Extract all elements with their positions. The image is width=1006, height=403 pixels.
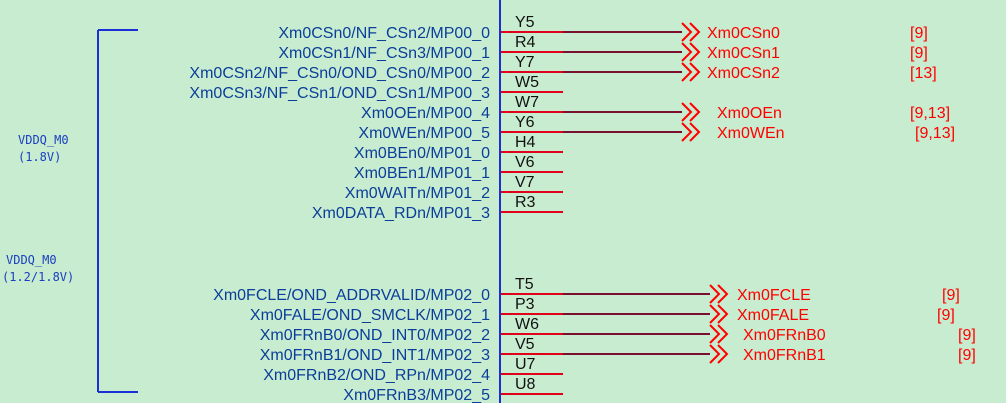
net-page-ref: [9] bbox=[910, 45, 928, 62]
pin-row: Xm0CSn2/NF_CSn0/OND_CSn0/MP00_2 Y7Xm0CSn2… bbox=[189, 54, 936, 82]
net-arrow-icon bbox=[717, 304, 729, 324]
pin-row: Xm0BEn1/MP01_1 V6 bbox=[354, 154, 563, 182]
pin-label: Xm0FRnB2/OND_RPn/MP02_4 bbox=[263, 367, 490, 384]
pin-label: Xm0FRnB0/OND_INT0/MP02_2 bbox=[260, 327, 490, 344]
net-arrow-icon bbox=[681, 122, 693, 142]
pin-number: Y5 bbox=[515, 14, 535, 31]
pin-label: Xm0FRnB3/MP02_5 bbox=[343, 387, 490, 403]
net-arrow-icon bbox=[717, 284, 729, 304]
pins-layer: Xm0CSn0/NF_CSn2/MP00_0Y5Xm0CSn0[9]Xm0CSn… bbox=[189, 14, 975, 403]
pin-label: Xm0DATA_RDn/MP01_3 bbox=[312, 205, 490, 222]
pin-number: W5 bbox=[515, 74, 539, 91]
pin-label: Xm0BEn0/MP01_0 bbox=[354, 145, 490, 162]
pin-number: Y6 bbox=[515, 114, 535, 131]
net-label: Xm0FCLE bbox=[737, 287, 811, 304]
pin-row: Xm0FRnB2/OND_RPn/MP02_4 U7 bbox=[263, 356, 563, 384]
pin-label: Xm0FCLE/OND_ADDRVALID/MP02_0 bbox=[213, 287, 490, 304]
net-label: Xm0FRnB0 bbox=[743, 327, 826, 344]
power-group-1-voltage: (1.8V) bbox=[18, 150, 61, 164]
pin-row: Xm0BEn0/MP01_0 H4 bbox=[354, 134, 563, 162]
net-arrow-icon bbox=[689, 42, 701, 62]
power-group-2-name: VDDQ_M0 bbox=[6, 253, 57, 267]
pin-number: V5 bbox=[515, 336, 535, 353]
pin-number: V6 bbox=[515, 154, 535, 171]
pin-number: U7 bbox=[515, 356, 536, 373]
net-page-ref: [9] bbox=[958, 327, 976, 344]
net-label: Xm0OEn bbox=[717, 105, 782, 122]
pin-label: Xm0CSn2/NF_CSn0/OND_CSn0/MP00_2 bbox=[189, 65, 490, 82]
net-arrow-icon bbox=[709, 284, 721, 304]
net-arrow-icon bbox=[717, 324, 729, 344]
net-page-ref: [9] bbox=[937, 307, 955, 324]
power-group-2-voltage: (1.2/1.8V) bbox=[2, 270, 74, 284]
net-label: Xm0WEn bbox=[717, 125, 785, 142]
pin-number: R3 bbox=[515, 194, 536, 211]
pin-label: Xm0OEn/MP00_4 bbox=[361, 105, 490, 122]
net-page-ref: [9,13] bbox=[915, 125, 955, 142]
net-arrow-icon bbox=[681, 22, 693, 42]
pin-row: Xm0DATA_RDn/MP01_3 R3 bbox=[312, 194, 563, 222]
net-arrow-icon bbox=[689, 62, 701, 82]
pin-number: R4 bbox=[515, 34, 536, 51]
net-arrow-icon bbox=[681, 102, 693, 122]
net-label: Xm0CSn0 bbox=[707, 25, 780, 42]
net-label: Xm0CSn1 bbox=[707, 45, 780, 62]
pin-number: T5 bbox=[515, 276, 534, 293]
pin-row: Xm0CSn3/NF_CSn1/OND_CSn1/MP00_3 W5 bbox=[189, 74, 563, 102]
pin-label: Xm0FALE/OND_SMCLK/MP02_1 bbox=[250, 307, 490, 324]
pin-label: Xm0WAITn/MP01_2 bbox=[345, 185, 490, 202]
net-arrow-icon bbox=[709, 344, 721, 364]
net-arrow-icon bbox=[709, 324, 721, 344]
net-arrow-icon bbox=[717, 344, 729, 364]
pin-label: Xm0WEn/MP00_5 bbox=[358, 125, 490, 142]
pin-number: W7 bbox=[515, 94, 539, 111]
net-page-ref: [13] bbox=[910, 65, 937, 82]
pin-number: Y7 bbox=[515, 54, 535, 71]
net-arrow-icon bbox=[709, 304, 721, 324]
net-page-ref: [9] bbox=[958, 347, 976, 364]
pin-label: Xm0BEn1/MP01_1 bbox=[354, 165, 490, 182]
pin-row: Xm0WAITn/MP01_2 V7 bbox=[345, 174, 563, 202]
pin-number: P3 bbox=[515, 296, 535, 313]
pin-number: U8 bbox=[515, 376, 536, 393]
pin-number: W6 bbox=[515, 316, 539, 333]
net-arrow-icon bbox=[689, 122, 701, 142]
net-label: Xm0FRnB1 bbox=[743, 347, 826, 364]
net-arrow-icon bbox=[681, 62, 693, 82]
net-arrow-icon bbox=[689, 22, 701, 42]
pin-label: Xm0CSn0/NF_CSn2/MP00_0 bbox=[278, 25, 490, 42]
pin-number: V7 bbox=[515, 174, 535, 191]
net-page-ref: [9,13] bbox=[910, 105, 950, 122]
net-page-ref: [9] bbox=[942, 287, 960, 304]
power-bracket bbox=[97, 29, 138, 393]
net-page-ref: [9] bbox=[910, 25, 928, 42]
pin-row: Xm0FRnB3/MP02_5 U8 bbox=[343, 376, 563, 403]
net-label: Xm0FALE bbox=[737, 307, 809, 324]
net-label: Xm0CSn2 bbox=[707, 65, 780, 82]
pin-label: Xm0CSn1/NF_CSn3/MP00_1 bbox=[278, 45, 490, 62]
power-group-1-name: VDDQ_M0 bbox=[18, 133, 69, 147]
net-arrow-icon bbox=[689, 102, 701, 122]
net-arrow-icon bbox=[681, 42, 693, 62]
pin-number: H4 bbox=[515, 134, 536, 151]
pin-label: Xm0FRnB1/OND_INT1/MP02_3 bbox=[260, 347, 490, 364]
pin-label: Xm0CSn3/NF_CSn1/OND_CSn1/MP00_3 bbox=[189, 85, 490, 102]
